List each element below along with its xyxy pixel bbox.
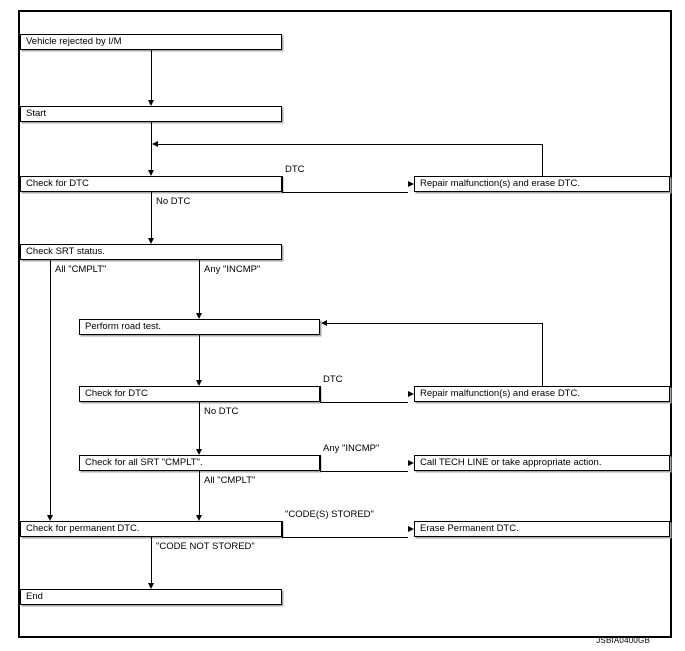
arrowhead-loop2-return: [321, 319, 327, 326]
connector-code-not-stored-to-end: [151, 537, 152, 583]
edge-label-no-dtc-1: No DTC: [156, 196, 191, 207]
connector-incmp2-to-tech-line: [320, 471, 408, 472]
figure-code: JSBIA0400GB: [596, 636, 650, 645]
edge-label-code-not-stored: "CODE NOT STORED": [156, 541, 255, 552]
edge-label-all-cmplt-bottom: All "CMPLT": [204, 475, 256, 486]
loop1-vertical-return: [542, 144, 543, 176]
connector-start-to-check-dtc-1: [151, 122, 152, 170]
edge-label-any-incmp-bottom: Any "INCMP": [323, 443, 380, 454]
arrowhead-permanent-dtc: [195, 515, 202, 521]
arrowhead-repair1: [408, 180, 414, 187]
arrowhead-repair2: [408, 390, 414, 397]
edge-label-no-dtc-2: No DTC: [204, 406, 239, 417]
connector-incmp2-stub-vertical: [320, 455, 321, 471]
node-check-dtc-1: Check for DTC: [20, 176, 282, 192]
node-start: Start: [20, 106, 282, 122]
connector-any-incmp-to-road-test: [199, 260, 200, 313]
connector-vehicle-to-start: [151, 50, 152, 100]
loop1-horizontal-return: [158, 144, 543, 145]
figure-frame: Vehicle rejected by I/M Start Check for …: [18, 10, 672, 645]
edge-label-all-cmplt-top: All "CMPLT": [55, 264, 107, 275]
arrowhead-loop1-return: [152, 140, 158, 147]
arrowhead-end: [147, 583, 154, 589]
connector-dtc1-stub-vertical: [282, 176, 283, 192]
loop2-vertical-return: [542, 323, 543, 386]
loop2-horizontal-return: [327, 323, 543, 324]
node-perform-road-test: Perform road test.: [79, 319, 320, 335]
arrowhead-check-dtc-1: [147, 170, 154, 176]
node-check-srt-status: Check SRT status.: [20, 244, 282, 260]
connector-dtc2-stub-vertical: [320, 386, 321, 402]
connector-all-cmplt2-to-permanent-dtc: [199, 471, 200, 515]
node-vehicle-rejected: Vehicle rejected by I/M: [20, 34, 282, 50]
edge-label-any-incmp-top: Any "INCMP": [204, 264, 261, 275]
connector-dtc1-to-repair1: [282, 192, 408, 193]
arrowhead-erase-permanent-dtc: [408, 525, 414, 532]
connector-codes-stored-to-erase: [282, 537, 408, 538]
arrowhead-check-srt-status: [147, 238, 154, 244]
node-erase-permanent-dtc: Erase Permanent DTC.: [414, 521, 670, 537]
node-call-tech-line: Call TECH LINE or take appropriate actio…: [414, 455, 670, 471]
node-check-permanent-dtc: Check for permanent DTC.: [20, 521, 282, 537]
node-end: End: [20, 589, 282, 605]
node-repair-malfunction-2: Repair malfunction(s) and erase DTC.: [414, 386, 670, 402]
arrowhead-start: [147, 100, 154, 106]
arrowhead-perform-road-test: [195, 313, 202, 319]
node-check-dtc-2: Check for DTC: [79, 386, 320, 402]
node-repair-malfunction-1: Repair malfunction(s) and erase DTC.: [414, 176, 670, 192]
edge-label-dtc-1: DTC: [285, 164, 305, 175]
edge-label-codes-stored: "CODE(S) STORED": [285, 509, 374, 520]
arrowhead-check-dtc-2: [195, 380, 202, 386]
connector-dtc2-to-repair2: [320, 402, 408, 403]
arrowhead-check-all-srt: [195, 449, 202, 455]
node-check-all-srt-cmplt: Check for all SRT "CMPLT".: [79, 455, 320, 471]
connector-road-test-to-check-dtc2: [199, 335, 200, 380]
connector-codes-stored-stub-vertical: [282, 521, 283, 537]
edge-label-dtc-2: DTC: [323, 374, 343, 385]
arrowhead-all-cmplt-to-permanent-dtc: [46, 515, 53, 521]
arrowhead-call-tech-line: [408, 459, 414, 466]
connector-check-dtc2-to-all-srt: [199, 402, 200, 449]
connector-all-cmplt-long: [50, 260, 51, 515]
connector-check-dtc1-to-srt: [151, 192, 152, 238]
